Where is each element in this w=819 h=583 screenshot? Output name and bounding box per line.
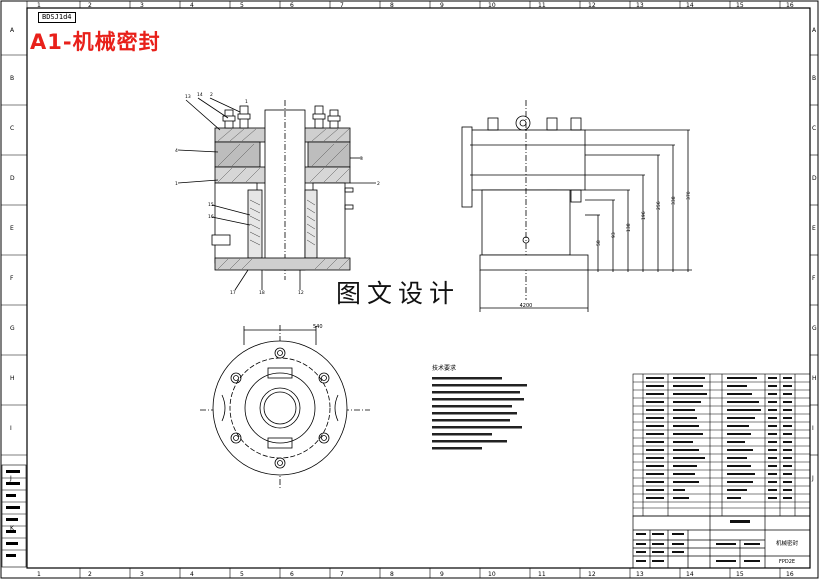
title-block bbox=[632, 515, 811, 569]
svg-text:G: G bbox=[812, 325, 817, 332]
svg-text:14: 14 bbox=[686, 571, 694, 578]
svg-text:A: A bbox=[812, 27, 817, 34]
svg-text:4: 4 bbox=[175, 148, 178, 154]
svg-text:2: 2 bbox=[88, 571, 92, 578]
svg-text:9: 9 bbox=[440, 2, 444, 9]
svg-text:H: H bbox=[10, 375, 15, 382]
svg-text:11: 11 bbox=[538, 571, 546, 578]
drawing-number-box: BDSJ1d4 bbox=[38, 12, 76, 23]
svg-text:58: 58 bbox=[596, 240, 602, 246]
svg-text:5: 5 bbox=[240, 571, 244, 578]
svg-text:D: D bbox=[812, 175, 817, 182]
svg-text:3: 3 bbox=[140, 2, 144, 9]
section-view bbox=[177, 97, 376, 291]
svg-text:338: 338 bbox=[671, 196, 677, 205]
svg-text:15: 15 bbox=[208, 202, 214, 208]
side-view-dim-labels: 370 338 256 196 138 93 58 bbox=[596, 191, 692, 246]
title-block-drawing-code: FPD2E bbox=[779, 559, 795, 565]
plan-view bbox=[200, 325, 370, 490]
svg-text:A: A bbox=[10, 27, 15, 34]
notes-title: 技术要求 bbox=[432, 364, 456, 372]
flange-dimension: 540 bbox=[313, 324, 323, 330]
svg-text:11: 11 bbox=[538, 2, 546, 9]
svg-text:15: 15 bbox=[736, 571, 744, 578]
svg-text:10: 10 bbox=[488, 571, 496, 578]
svg-text:1: 1 bbox=[245, 99, 248, 105]
svg-text:E: E bbox=[10, 225, 14, 232]
svg-text:7: 7 bbox=[340, 571, 344, 578]
svg-text:5: 5 bbox=[240, 2, 244, 9]
svg-text:F: F bbox=[812, 275, 816, 282]
svg-text:4: 4 bbox=[190, 571, 194, 578]
svg-text:370: 370 bbox=[686, 191, 692, 200]
svg-text:4: 4 bbox=[190, 2, 194, 9]
svg-text:12: 12 bbox=[588, 571, 596, 578]
svg-text:16: 16 bbox=[786, 2, 794, 9]
svg-text:H: H bbox=[812, 375, 817, 382]
watermark-text: 图文设计 bbox=[336, 279, 461, 308]
svg-text:18: 18 bbox=[259, 290, 265, 296]
svg-text:13: 13 bbox=[636, 571, 644, 578]
svg-text:J: J bbox=[9, 475, 12, 482]
svg-text:6: 6 bbox=[290, 571, 294, 578]
svg-text:C: C bbox=[812, 125, 816, 132]
svg-text:K: K bbox=[10, 525, 15, 532]
title-block-marks bbox=[636, 520, 760, 562]
svg-text:196: 196 bbox=[641, 211, 647, 220]
svg-text:C: C bbox=[10, 125, 14, 132]
side-view bbox=[461, 100, 692, 312]
svg-text:12: 12 bbox=[298, 290, 304, 296]
svg-text:E: E bbox=[812, 225, 816, 232]
svg-text:2: 2 bbox=[88, 2, 92, 9]
svg-text:1: 1 bbox=[175, 181, 178, 187]
svg-text:J: J bbox=[811, 475, 814, 482]
svg-text:15: 15 bbox=[736, 2, 744, 9]
svg-text:F: F bbox=[10, 275, 14, 282]
bom-text-marks bbox=[646, 377, 792, 499]
svg-text:1: 1 bbox=[37, 571, 41, 578]
svg-text:G: G bbox=[10, 325, 15, 332]
svg-text:8: 8 bbox=[390, 2, 394, 9]
svg-text:B: B bbox=[812, 75, 816, 82]
svg-text:7: 7 bbox=[340, 2, 344, 9]
bom-table bbox=[632, 373, 811, 517]
svg-text:I: I bbox=[10, 425, 12, 432]
svg-text:10: 10 bbox=[488, 2, 496, 9]
title-block-part-name: 机械密封 bbox=[776, 539, 799, 547]
svg-text:2: 2 bbox=[210, 92, 213, 98]
technical-notes: 技术要求 bbox=[432, 364, 527, 450]
svg-text:138: 138 bbox=[626, 223, 632, 232]
svg-text:6: 6 bbox=[290, 2, 294, 9]
svg-text:9: 9 bbox=[440, 571, 444, 578]
width-dimension: 4200 bbox=[520, 303, 533, 309]
left-sign-column bbox=[1, 464, 27, 568]
page-title: A1-机械密封 bbox=[30, 30, 161, 54]
svg-text:14: 14 bbox=[197, 92, 203, 98]
svg-text:14: 14 bbox=[686, 2, 694, 9]
svg-text:I: I bbox=[812, 425, 814, 432]
svg-text:3: 3 bbox=[360, 156, 363, 162]
svg-text:13: 13 bbox=[636, 2, 644, 9]
svg-text:2: 2 bbox=[377, 181, 380, 187]
svg-text:12: 12 bbox=[588, 2, 596, 9]
svg-text:13: 13 bbox=[185, 94, 191, 100]
svg-text:3: 3 bbox=[140, 571, 144, 578]
svg-text:8: 8 bbox=[390, 571, 394, 578]
svg-text:93: 93 bbox=[611, 232, 617, 238]
svg-text:17: 17 bbox=[230, 290, 236, 296]
svg-text:B: B bbox=[10, 75, 14, 82]
svg-text:16: 16 bbox=[208, 214, 214, 220]
svg-text:16: 16 bbox=[786, 571, 794, 578]
svg-text:1: 1 bbox=[37, 2, 41, 9]
svg-text:256: 256 bbox=[656, 201, 662, 210]
inner-frame bbox=[26, 7, 811, 569]
left-sign-marks bbox=[6, 470, 20, 557]
svg-text:D: D bbox=[10, 175, 15, 182]
